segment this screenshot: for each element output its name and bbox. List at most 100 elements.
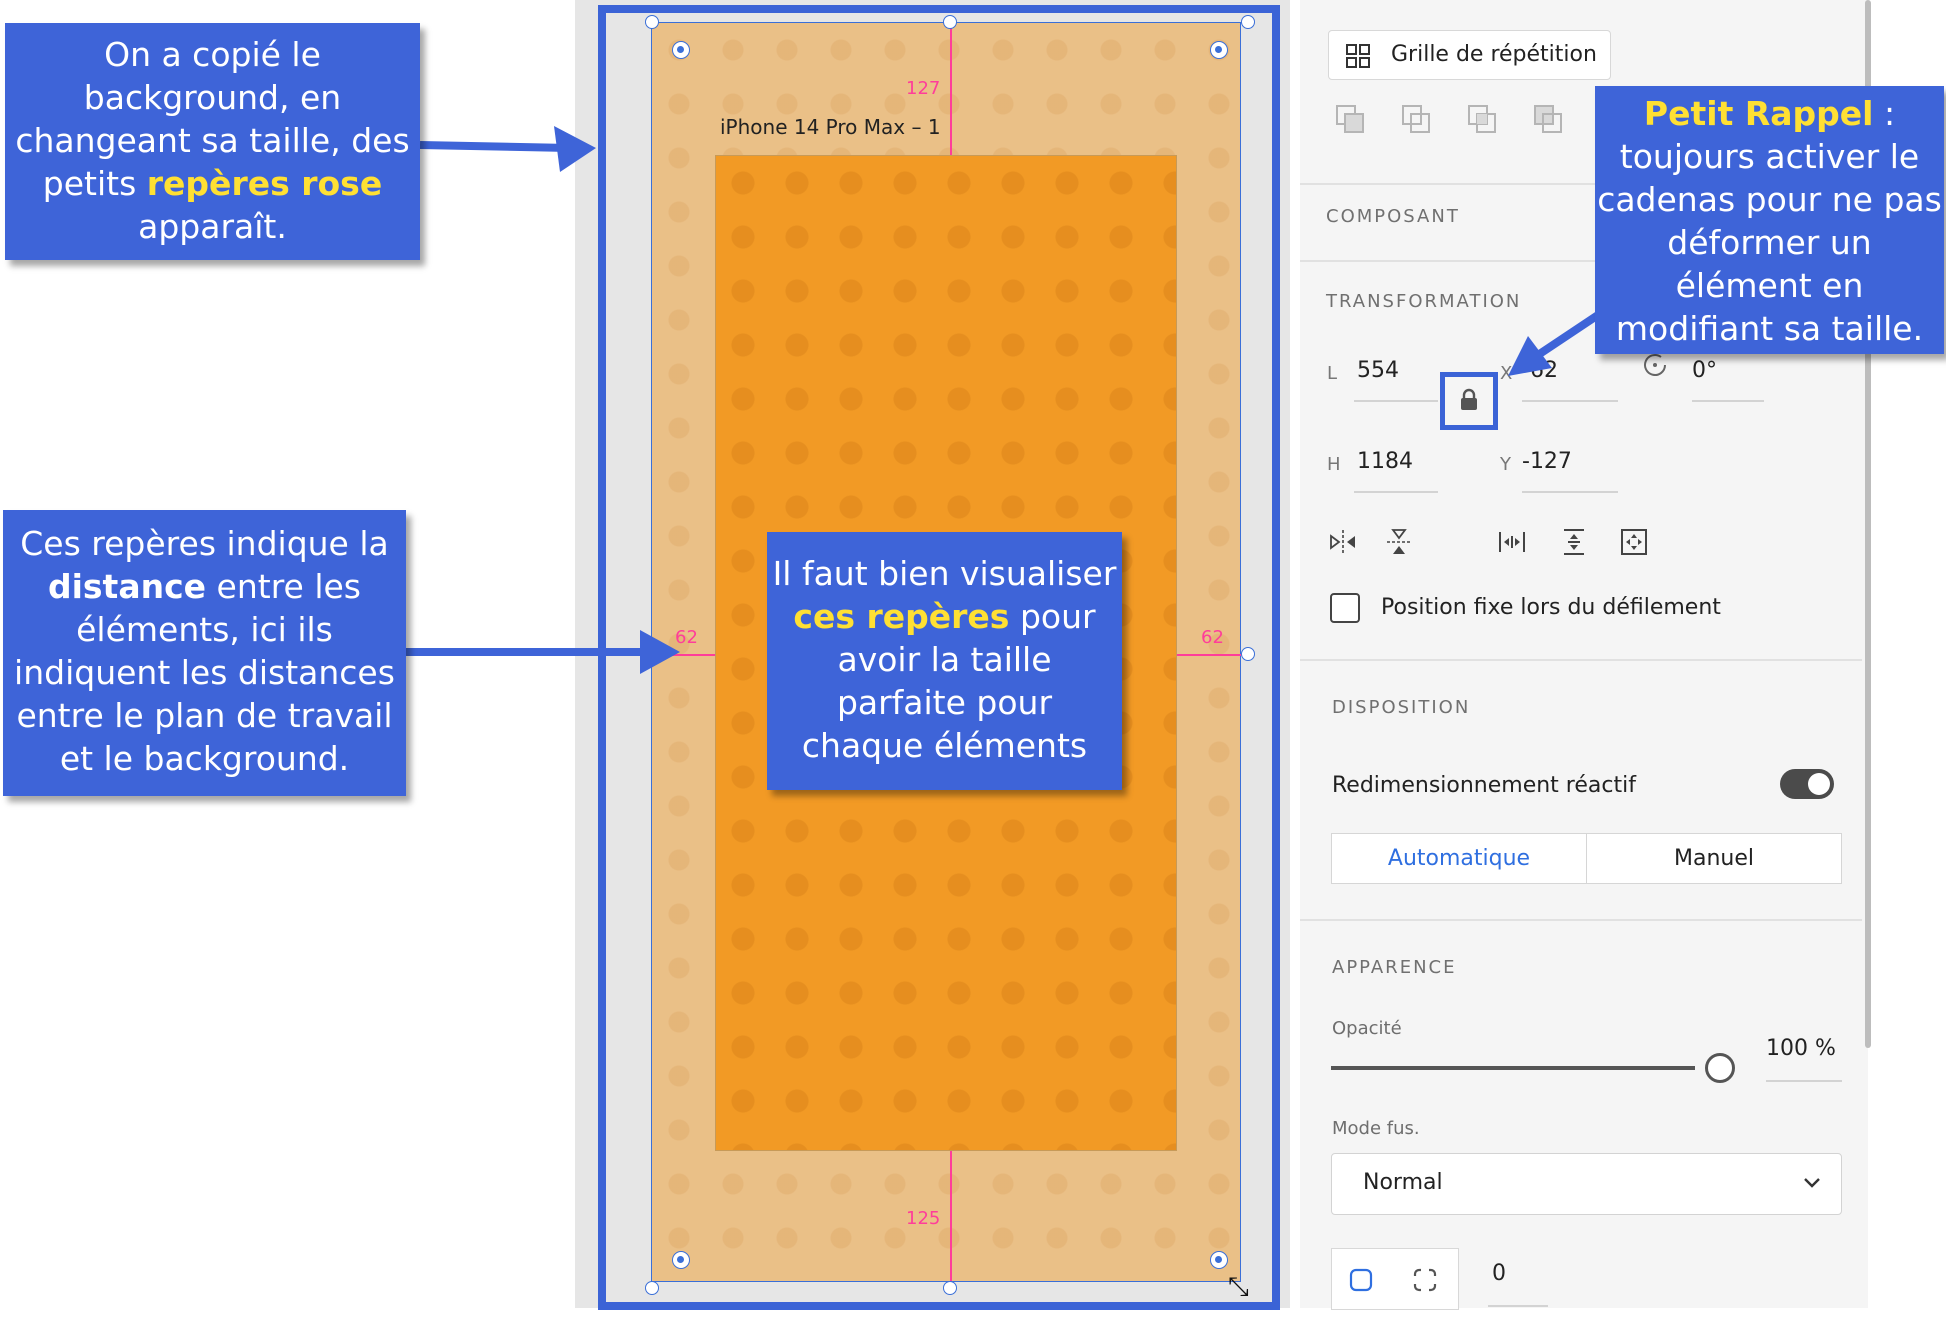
callout-line: déformer un xyxy=(1667,223,1872,262)
callout-line: entre le plan de travail xyxy=(16,696,393,735)
distribute-horizontal-icon[interactable] xyxy=(1496,526,1528,558)
callout-line: petits repères rose xyxy=(5,162,420,205)
separator xyxy=(1300,659,1862,661)
callout-text: : xyxy=(1873,94,1896,133)
corner-radius-handle-top-left[interactable] xyxy=(672,41,690,59)
callout-line: et le background. xyxy=(59,739,350,778)
callout-background-copy: On a copié le background, en changeant s… xyxy=(5,23,420,260)
height-letter: H xyxy=(1327,454,1341,475)
callout-line: indiquent les distances xyxy=(14,653,395,692)
guide-right xyxy=(1177,654,1241,656)
separator xyxy=(1300,183,1862,185)
callout-line: parfaite pour xyxy=(836,683,1053,722)
corner-radius-handle-top-right[interactable] xyxy=(1210,41,1228,59)
guide-left xyxy=(651,654,715,656)
callout-line: éléments, ici ils xyxy=(76,610,333,649)
width-underline xyxy=(1354,400,1438,402)
repeat-grid-label: Grille de répétition xyxy=(1391,42,1597,67)
arrow-head-2 xyxy=(640,630,680,674)
segment-auto[interactable]: Automatique xyxy=(1332,834,1587,883)
arrow-head-1 xyxy=(554,126,596,172)
resize-cursor-icon: ⤡ xyxy=(1228,1272,1249,1302)
resize-handle-bottom-left[interactable] xyxy=(645,1281,659,1295)
y-field[interactable]: -127 xyxy=(1522,449,1572,474)
segment-manual[interactable]: Manuel xyxy=(1674,846,1754,871)
callout-bold: distance xyxy=(47,567,207,606)
callout-highlight: ces repères xyxy=(793,597,1010,636)
corner-radius-value[interactable]: 0 xyxy=(1492,1261,1506,1286)
repeat-grid-icon xyxy=(1346,44,1370,68)
boolean-add-icon[interactable] xyxy=(1334,103,1366,135)
callout-line: modifiant sa taille. xyxy=(1615,309,1924,348)
arrow-line-4 xyxy=(1535,311,1601,359)
callout-line: élément en xyxy=(1675,266,1864,305)
callout-line: avoir la taille xyxy=(837,640,1052,679)
repeat-grid-button[interactable]: Grille de répétition xyxy=(1328,30,1611,80)
rotation-underline xyxy=(1692,400,1764,402)
fixed-position-checkbox[interactable] xyxy=(1330,593,1360,623)
callout-lock-reminder: Petit Rappel : toujours activer le caden… xyxy=(1595,86,1944,354)
callout-text: entre les xyxy=(206,567,361,606)
opacity-label: Opacité xyxy=(1332,1018,1402,1039)
callout-line: Il faut bien visualiser xyxy=(772,554,1117,593)
resize-handle-top-right[interactable] xyxy=(1241,15,1255,29)
artboard-highlight-frame xyxy=(598,5,1280,1310)
y-underline xyxy=(1522,491,1618,493)
corner-individual-icon[interactable] xyxy=(1412,1267,1438,1293)
callout-highlight: repères rose xyxy=(146,164,383,203)
section-title-layout: DISPOSITION xyxy=(1332,697,1471,718)
callout-line: distance entre les xyxy=(3,565,406,608)
blend-mode-select[interactable]: Normal xyxy=(1331,1153,1842,1215)
y-letter: Y xyxy=(1500,454,1511,475)
boolean-subtract-icon[interactable] xyxy=(1400,103,1432,135)
artboard-title[interactable]: iPhone 14 Pro Max – 1 xyxy=(720,115,941,139)
guide-top xyxy=(950,22,952,155)
panel-scrollbar[interactable] xyxy=(1865,0,1871,1048)
callout-line: On a copié le xyxy=(104,35,321,74)
resize-handle-right[interactable] xyxy=(1241,647,1255,661)
opacity-value[interactable]: 100 % xyxy=(1766,1036,1836,1061)
corner-radius-underline xyxy=(1488,1305,1548,1307)
chevron-down-icon xyxy=(1804,1178,1820,1188)
opacity-slider-track[interactable] xyxy=(1331,1066,1695,1070)
distribute-vertical-icon[interactable] xyxy=(1558,526,1590,558)
arrow-line-1 xyxy=(419,141,571,152)
callout-line: Ces repères indique la xyxy=(20,524,389,563)
rotation-field[interactable]: 0° xyxy=(1692,358,1717,383)
resize-handle-top-left[interactable] xyxy=(645,15,659,29)
callout-line: ces repères pour xyxy=(767,595,1122,638)
callout-line: changeant sa taille, des xyxy=(15,121,410,160)
guide-label-right: 62 xyxy=(1201,627,1224,648)
resize-mode-segmented: Automatique Manuel xyxy=(1331,833,1842,884)
corner-radius-handle-bottom-right[interactable] xyxy=(1210,1251,1228,1269)
blend-mode-label: Mode fus. xyxy=(1332,1118,1420,1139)
fixed-position-label: Position fixe lors du défilement xyxy=(1381,595,1721,620)
boolean-intersect-icon[interactable] xyxy=(1466,103,1498,135)
fit-icon[interactable] xyxy=(1618,526,1650,558)
lock-icon[interactable] xyxy=(1458,388,1480,412)
opacity-slider-thumb[interactable] xyxy=(1705,1053,1735,1083)
callout-line: chaque éléments xyxy=(801,726,1088,765)
corner-radius-handle-bottom-left[interactable] xyxy=(672,1251,690,1269)
x-underline xyxy=(1522,400,1618,402)
guide-label-top: 127 xyxy=(906,78,941,99)
blend-mode-value: Normal xyxy=(1363,1170,1443,1195)
resize-handle-bottom[interactable] xyxy=(943,1281,957,1295)
opacity-underline xyxy=(1766,1080,1842,1082)
guide-bottom xyxy=(950,1151,952,1281)
flip-horizontal-icon[interactable] xyxy=(1327,526,1359,558)
callout-line: cadenas pour ne pas xyxy=(1597,180,1942,219)
separator xyxy=(1300,260,1862,262)
responsive-resize-toggle[interactable] xyxy=(1780,769,1834,799)
flip-vertical-icon[interactable] xyxy=(1383,526,1415,558)
callout-line: Petit Rappel : xyxy=(1595,92,1944,135)
height-field[interactable]: 1184 xyxy=(1357,449,1413,474)
corner-uniform-icon[interactable] xyxy=(1348,1267,1374,1293)
resize-handle-top[interactable] xyxy=(943,15,957,29)
separator xyxy=(1300,919,1862,921)
width-field[interactable]: 554 xyxy=(1357,358,1399,383)
arrow-head-4 xyxy=(1508,336,1552,376)
width-letter: L xyxy=(1327,363,1338,384)
boolean-exclude-icon[interactable] xyxy=(1532,103,1564,135)
